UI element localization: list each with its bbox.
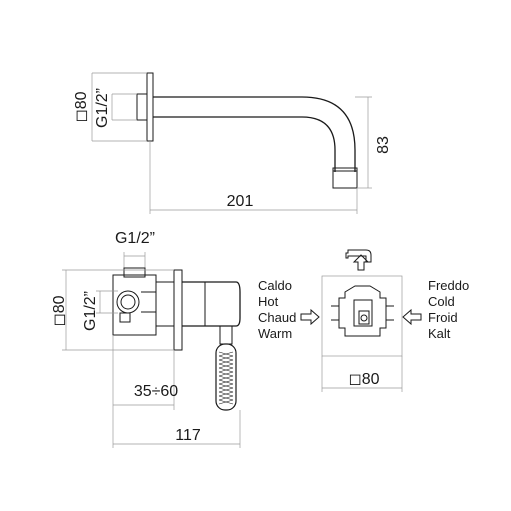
dim-total-length: 117 [175,427,201,444]
spout-connector [136,93,148,121]
top-inlet [123,267,146,278]
dim-thread-top: G1/2” [115,230,155,247]
arrow-left-outline-icon [402,308,422,326]
cold-label-it: Freddo [428,278,469,293]
dim-length: 201 [227,193,254,210]
dim-square-80-mixer: ◻80 [51,295,68,326]
dim-square-80-front: ◻80 [348,371,379,388]
dim-thread: G1/2” [94,88,111,128]
arrow-up-outline-icon [352,254,370,271]
lever-knurling [218,351,234,405]
spout-symbol [345,249,372,263]
mixer-body [182,281,241,327]
cold-label-de: Kalt [428,326,451,341]
dim-depth-range: 35÷60 [134,383,178,400]
lever-stem [219,325,233,345]
mixer-front-view: Freddo Cold Froid Kalt ◻80 [321,249,469,392]
spout-outlet [332,167,358,189]
cold-label-en: Cold [428,294,455,309]
hot-label-fr: Chaud [258,310,296,325]
dim-height: 83 [375,136,392,154]
spout-side-view: ◻80 G1/2” 83 201 [73,72,392,214]
valve-cartridge [353,299,373,327]
side-inlet-ring [116,290,140,314]
front-plate-outline [321,275,403,357]
valve-housing [112,274,157,336]
cold-label-fr: Froid [428,310,458,325]
valve-front-body [338,285,387,337]
spout-tube-outer [153,96,356,172]
mixer-side-view: G1/2” ◻80 G1/2” [51,230,320,448]
hot-label-en: Hot [258,294,279,309]
hot-label-de: Warm [258,326,292,341]
dim-thread-side: G1/2” [82,291,99,331]
hot-label-it: Caldo [258,278,292,293]
spout-tube-inner [153,116,336,172]
arrow-right-outline-icon [300,308,320,326]
dim-square-80: ◻80 [73,91,90,122]
mixer-wall-plate [173,269,183,351]
spout-wall-plate [146,72,154,142]
